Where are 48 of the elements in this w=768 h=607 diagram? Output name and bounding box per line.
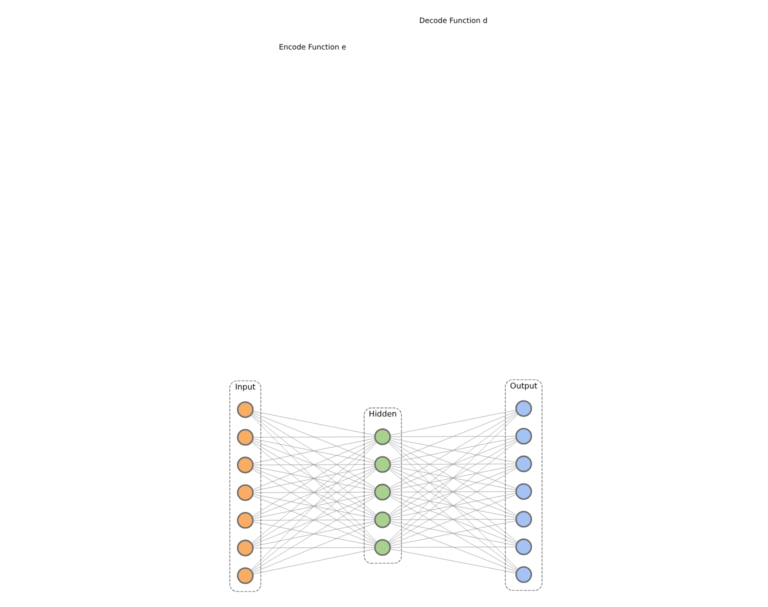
connector [390, 436, 516, 437]
connector [390, 464, 516, 465]
node-circle [236, 567, 254, 584]
connector [388, 413, 518, 516]
connector [250, 442, 377, 570]
node-circle [236, 456, 254, 474]
node-circle [236, 429, 254, 446]
connector [389, 411, 516, 462]
connector [252, 410, 375, 436]
node-circle [514, 483, 532, 500]
node-circle [514, 566, 532, 583]
node-circle [236, 484, 254, 501]
node-circle [374, 539, 390, 556]
connector [388, 468, 518, 570]
node-circle [514, 510, 532, 528]
connector [252, 548, 375, 574]
connector [387, 442, 518, 570]
connector [252, 522, 376, 573]
connector [250, 415, 377, 542]
node-circle [514, 428, 532, 445]
connector [252, 464, 375, 466]
connector [389, 522, 516, 572]
node-circle [374, 484, 390, 500]
node-circle [514, 456, 532, 472]
connector [389, 548, 516, 574]
node-circle [374, 456, 390, 473]
connector [252, 412, 376, 462]
connector [389, 410, 516, 436]
node-circle [374, 428, 390, 446]
node-circle [374, 511, 390, 528]
connector [252, 436, 375, 438]
connector [390, 519, 516, 520]
connector [251, 413, 376, 488]
node-circle [514, 400, 532, 417]
connector [251, 496, 376, 572]
connector [388, 496, 517, 571]
connector [387, 414, 518, 542]
connector [252, 492, 375, 493]
connector [390, 546, 516, 548]
connector [390, 491, 516, 492]
connector [250, 414, 376, 516]
node-circle [236, 540, 254, 556]
connector [252, 547, 375, 548]
node-circle [514, 538, 532, 556]
connector [388, 412, 517, 488]
node-circle [236, 512, 254, 529]
connector [250, 469, 376, 571]
node-circle [236, 401, 254, 418]
